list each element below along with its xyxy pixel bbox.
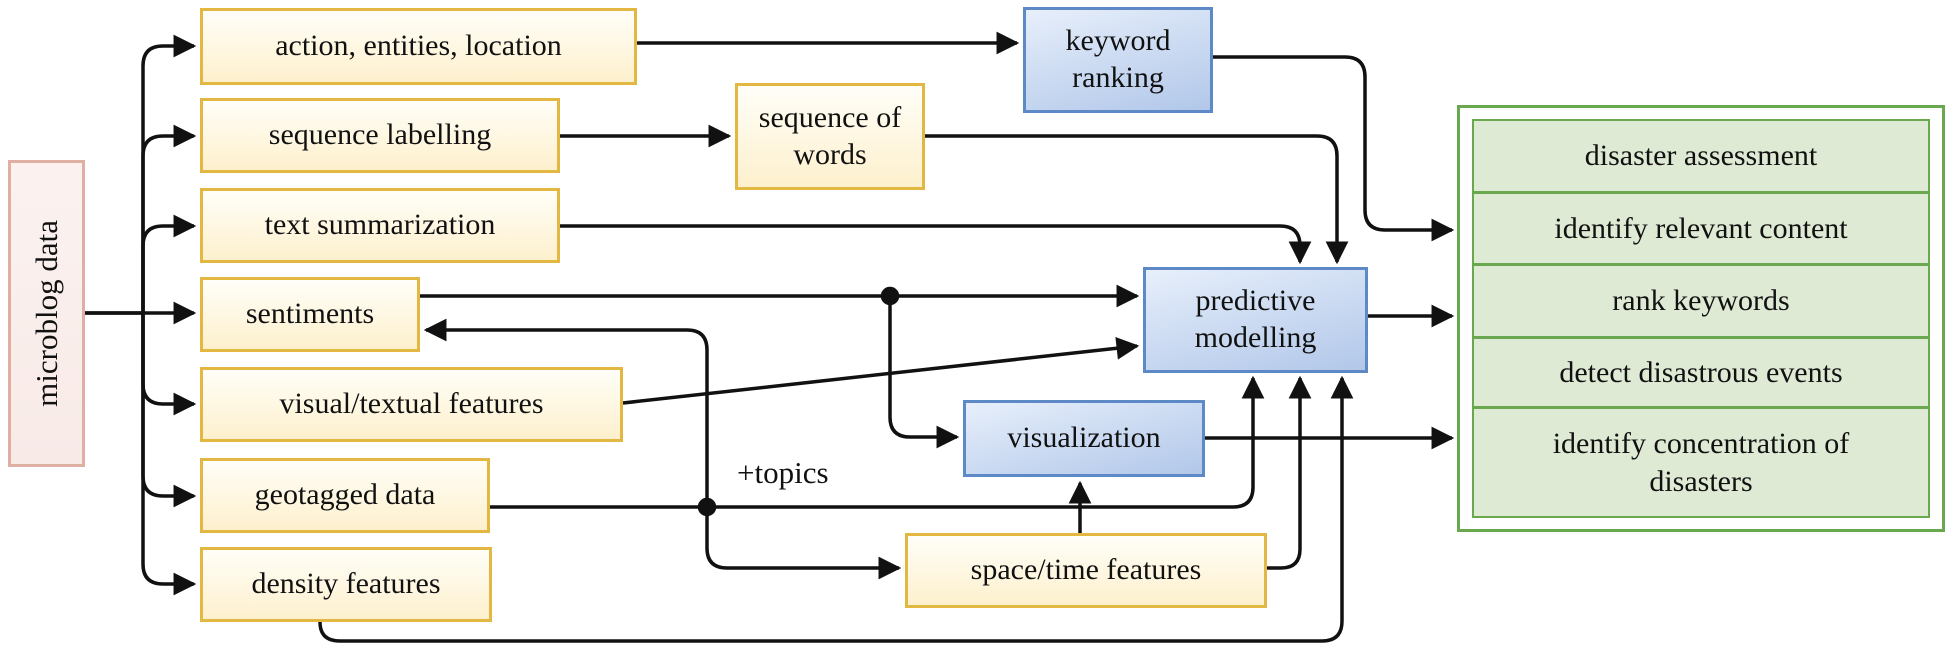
node-visualization: visualization xyxy=(963,400,1205,477)
edge-geotagged-predictive xyxy=(490,375,1265,509)
node-sequence-of-words-label: sequence of words xyxy=(758,100,902,171)
node-sentiments: sentiments xyxy=(200,277,420,352)
node-text-summarization: text summarization xyxy=(200,188,560,263)
edge-source-text-summarization xyxy=(141,214,197,313)
output-identify-relevant-content: identify relevant content xyxy=(1474,194,1928,266)
node-space-time-features-label: space/time features xyxy=(970,553,1202,587)
node-action-entities-location: action, entities, location xyxy=(200,8,637,85)
node-geotagged-data-label: geotagged data xyxy=(254,478,436,512)
junction-dot-geotagged-line xyxy=(697,497,717,517)
node-visual-textual-features: visual/textual features xyxy=(200,367,623,442)
node-action-entities-location-label: action, entities, location xyxy=(275,29,562,63)
node-density-features: density features xyxy=(200,547,492,622)
node-visual-textual-features-label: visual/textual features xyxy=(279,387,544,421)
edge-source-action xyxy=(141,34,197,313)
output-rank-keywords: rank keywords xyxy=(1474,266,1928,339)
node-predictive-modelling: predictive modelling xyxy=(1143,267,1368,373)
node-sentiments-label: sentiments xyxy=(245,297,375,331)
edge-text-summarization-predictive xyxy=(560,224,1312,265)
edge-sequence-of-words-predictive xyxy=(925,134,1349,265)
edge-geotagged-sentiments xyxy=(423,318,709,507)
node-sequence-labelling-label: sequence labelling xyxy=(268,118,492,152)
node-microblog-data-label: microblog data xyxy=(28,220,64,407)
node-text-summarization-label: text summarization xyxy=(264,208,496,242)
node-space-time-features: space/time features xyxy=(905,533,1267,608)
edge-keyword-ranking-identify-relevant xyxy=(1213,55,1455,242)
edge-source-density xyxy=(141,313,197,596)
output-disaster-assessment: disaster assessment xyxy=(1474,121,1928,194)
edge-sentiments-visualization xyxy=(888,296,960,449)
edge-density-predictive xyxy=(318,375,1354,643)
node-geotagged-data: geotagged data xyxy=(200,458,490,533)
node-microblog-data: microblog data xyxy=(8,160,85,467)
node-visualization-label: visualization xyxy=(1007,421,1161,455)
outputs-list: disaster assessment identify relevant co… xyxy=(1472,119,1930,518)
node-density-features-label: density features xyxy=(251,567,441,601)
output-detect-disastrous-events: detect disastrous events xyxy=(1474,339,1928,409)
node-sequence-of-words: sequence of words xyxy=(735,83,925,190)
node-keyword-ranking-label: keyword ranking xyxy=(1065,24,1171,94)
junction-dot-sentiments-line xyxy=(880,286,900,306)
edge-source-sequence-labelling xyxy=(141,124,197,313)
node-predictive-modelling-label: predictive modelling xyxy=(1194,284,1317,354)
output-identify-concentration: identify concentration of disasters xyxy=(1474,409,1928,516)
edge-visual-textual-predictive xyxy=(622,336,1140,405)
edge-source-visual-textual xyxy=(141,313,197,416)
edge-geotagged-space-time xyxy=(705,507,902,580)
node-sequence-labelling: sequence labelling xyxy=(200,98,560,173)
node-keyword-ranking: keyword ranking xyxy=(1023,7,1213,113)
edge-label-topics: +topics xyxy=(737,455,829,490)
outputs-panel: disaster assessment identify relevant co… xyxy=(1457,105,1945,532)
edge-space-time-predictive xyxy=(1267,375,1312,570)
